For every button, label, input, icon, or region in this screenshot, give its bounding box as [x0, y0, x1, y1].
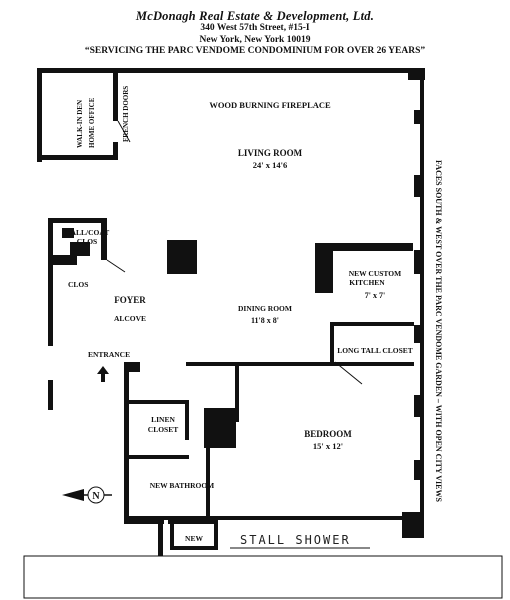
- compass-letter: N: [92, 491, 100, 502]
- home-office-label-1: WALK-IN DEN: [76, 100, 84, 148]
- room-labels: WALK-IN DEN HOME OFFICE FRENCH DOORS WOO…: [65, 86, 413, 547]
- hall-closet-walls: [53, 218, 126, 273]
- ground-strip: [23, 555, 503, 599]
- kitchen-dim: 7' x 7': [365, 291, 385, 300]
- bedroom-label: BEDROOM: [304, 429, 352, 439]
- bathroom-walls: [129, 400, 236, 550]
- bedroom-dim: 15' x 12': [313, 441, 343, 451]
- company-slogan: “SERVICING THE PARC VENDOME CONDOMINIUM …: [84, 46, 426, 56]
- compass: N: [62, 486, 112, 504]
- company-name: McDonagh Real Estate & Development, Ltd.: [135, 9, 375, 23]
- kitchen-label-2: KITCHEN: [349, 278, 385, 287]
- clos-label: CLOS: [68, 280, 88, 289]
- bathroom-label: NEW BATHROOM: [150, 481, 215, 490]
- linen-label-1: LINEN: [151, 415, 175, 424]
- long-closet-label: LONG TALL CLOSET: [337, 346, 413, 355]
- foyer-label: FOYER: [114, 295, 146, 305]
- linen-label-2: CLOSET: [148, 425, 178, 434]
- new-box-label: NEW: [185, 534, 203, 543]
- entrance-label: ENTRANCE: [88, 350, 130, 359]
- company-address: 340 West 57th Street, #15-I: [200, 23, 310, 33]
- dining-room-label: DINING ROOM: [238, 304, 292, 313]
- home-office-label-2: HOME OFFICE: [88, 97, 96, 148]
- french-doors-label: FRENCH DOORS: [122, 86, 130, 142]
- living-room-label: LIVING ROOM: [238, 148, 303, 158]
- living-room-dim: 24' x 14'6: [253, 160, 287, 170]
- north-arrow-icon: [62, 489, 84, 501]
- side-note: FACES SOUTH & WEST OVER THE PARC VENDOME…: [434, 160, 443, 502]
- kitchen-label-1: NEW CUSTOM: [349, 269, 401, 278]
- dining-room-dim: 11'8 x 8': [251, 316, 279, 325]
- interior-structure: [124, 240, 414, 422]
- outer-walls: [37, 68, 425, 556]
- stall-shower-label: STALL SHOWER: [240, 533, 351, 547]
- hall-closet-label-2: CLOS: [77, 237, 97, 246]
- company-city: New York, New York 10019: [199, 35, 311, 45]
- alcove-label: ALCOVE: [114, 314, 146, 323]
- hall-closet-label-1: HALL/COAT: [65, 228, 109, 237]
- home-office-walls: [38, 73, 131, 160]
- entrance-arrow-icon: [97, 366, 109, 382]
- fireplace-label: WOOD BURNING FIREPLACE: [209, 100, 331, 110]
